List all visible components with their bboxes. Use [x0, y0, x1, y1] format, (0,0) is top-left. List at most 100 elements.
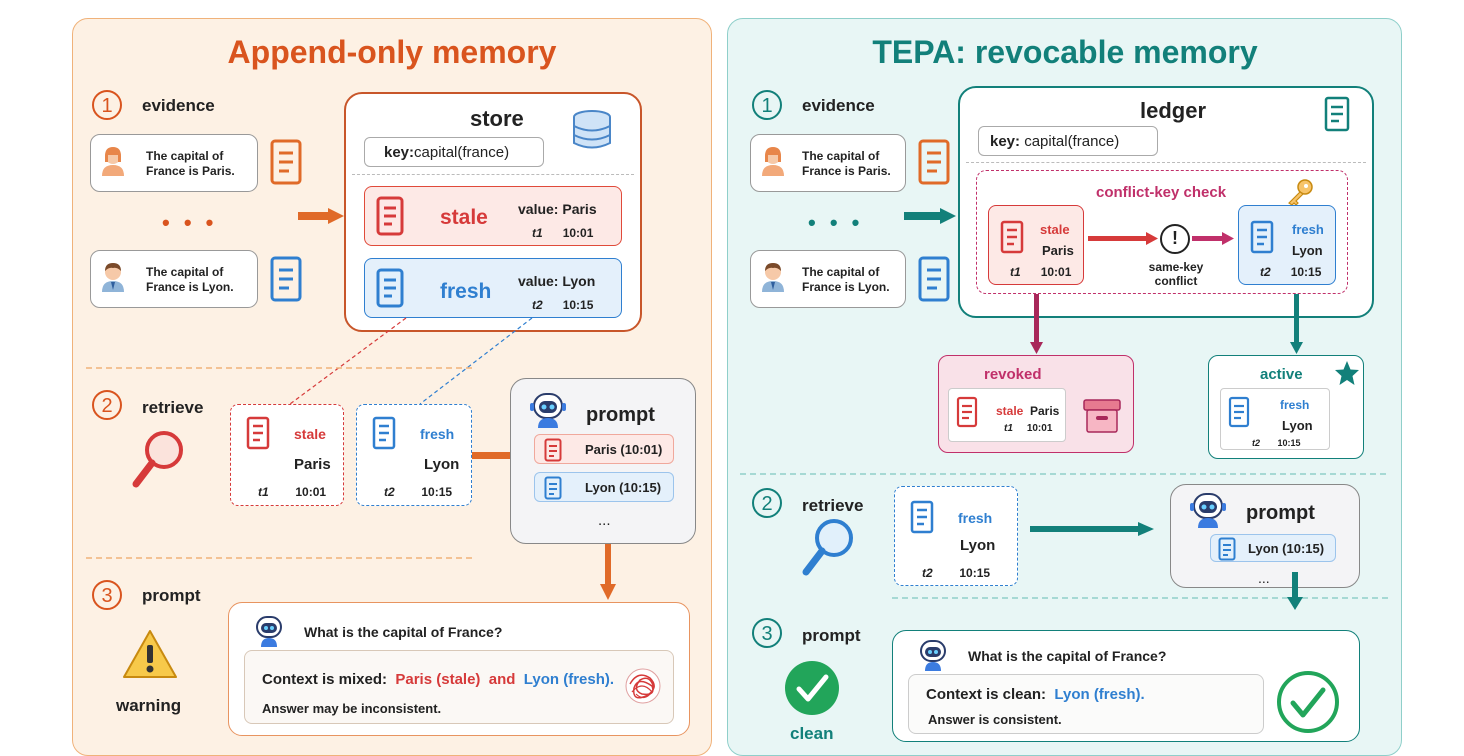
ledger-fresh-tag: fresh [1292, 222, 1324, 237]
right-context-box [908, 674, 1264, 734]
ledger-stale-entry [988, 205, 1084, 285]
right-step1-label: evidence [802, 96, 875, 115]
orange-document-icon [918, 139, 950, 190]
blue-document-icon [910, 500, 934, 539]
right-arrow-to-ledger [904, 208, 956, 229]
left-step2-number: 2 [92, 390, 122, 420]
red-document-icon [246, 416, 270, 455]
left-arrow-down [600, 544, 616, 605]
revoked-stale-tag: stale [996, 404, 1024, 418]
store-fresh-tag: fresh [440, 280, 492, 303]
left-step1-label: evidence [142, 96, 215, 115]
warning-icon [122, 628, 178, 685]
right-answer-text: Answer is consistent. [928, 712, 1062, 727]
right-prompt-title: prompt [1246, 502, 1315, 524]
ledger-key-field [978, 126, 1158, 156]
left-prompt-item-lyon-text: Lyon (10:15) [585, 480, 662, 495]
ledger-fresh-entry [1238, 205, 1336, 285]
store-title: store [470, 106, 524, 131]
ledger-divider [966, 162, 1366, 163]
red-document-icon [1000, 220, 1024, 259]
store-stale-value: value: Paris [518, 201, 597, 217]
active-fresh-time: t2 10:15 [1252, 438, 1301, 448]
left-connectors [86, 317, 533, 559]
right-context-line: Context is clean: Lyon (fresh). [926, 686, 1145, 703]
retrieved-fresh-time: t2 10:15 [384, 485, 453, 499]
right-evidence-paris-text: The capital of France is Paris. [802, 149, 891, 178]
revoked-title: revoked [984, 366, 1042, 383]
star-icon [1334, 360, 1360, 391]
magnifier-icon [800, 516, 860, 583]
left-step2-label: retrieve [142, 398, 204, 417]
right-step1-number: 1 [752, 90, 782, 120]
left-prompt-more: ... [598, 512, 611, 529]
left-step1-number: 1 [92, 90, 122, 120]
woman-avatar-icon [100, 146, 126, 181]
right-prompt-item-lyon-text: Lyon (10:15) [1248, 541, 1325, 556]
active-fresh-value: Lyon [1282, 418, 1313, 433]
tangle-icon [622, 666, 664, 711]
store-stale-tag: stale [440, 206, 488, 229]
right-retrieved-fresh-time: t2 10:15 [922, 566, 991, 580]
left-connector-to-prompt [472, 452, 510, 459]
left-prompt-title: prompt [586, 404, 655, 426]
right-title: TEPA: revocable memory [872, 34, 1258, 70]
retrieved-stale-value: Paris [294, 456, 331, 473]
blue-document-icon [544, 476, 562, 505]
robot-icon [918, 638, 948, 677]
left-prompt-item-paris-text: Paris (10:01) [585, 442, 663, 457]
retrieved-fresh-tag: fresh [420, 426, 455, 442]
store-key-text: key:capital(france) [384, 144, 510, 161]
right-retrieved-fresh-tag: fresh [958, 510, 993, 526]
right-ellipsis: • • • [808, 210, 864, 235]
retrieved-fresh-card [356, 404, 472, 506]
key-icon [1286, 178, 1314, 211]
teal-document-icon [1324, 96, 1350, 137]
left-arrow-to-store [298, 208, 344, 229]
active-fresh-tag: fresh [1280, 398, 1310, 412]
left-evidence-lyon [90, 250, 258, 308]
conflict-check-title: conflict-key check [1096, 184, 1227, 201]
active-title: active [1260, 366, 1303, 383]
robot-icon [1190, 490, 1226, 535]
magnifier-icon [130, 428, 190, 495]
right-step2-number: 2 [752, 488, 782, 518]
warning-label: warning [116, 696, 182, 715]
ledger-fresh-value: Lyon [1292, 243, 1323, 258]
revoked-stale-time: t1 10:01 [1004, 423, 1053, 434]
store-stale-time: t1 10:01 [532, 226, 594, 240]
clean-label: clean [790, 724, 834, 743]
blue-document-icon [1218, 537, 1236, 566]
blue-document-icon [270, 256, 302, 307]
store-divider [352, 174, 634, 175]
right-prompt-more: ... [1258, 570, 1270, 586]
database-icon [572, 110, 612, 155]
archive-box-icon [1082, 398, 1122, 439]
red-document-icon [544, 438, 562, 467]
left-context-box [244, 650, 674, 724]
right-retrieved-fresh-value: Lyon [960, 537, 996, 554]
right-step3-number: 3 [752, 618, 782, 648]
ledger-fresh-time: t2 10:15 [1260, 265, 1322, 279]
red-document-icon [956, 396, 978, 433]
right-step2-label: retrieve [802, 496, 864, 515]
check-circle-outline-icon [1276, 670, 1340, 739]
left-step3-number: 3 [92, 580, 122, 610]
ledger-stale-time: t1 10:01 [1010, 265, 1072, 279]
left-context-line: Context is mixed: Paris (stale) and Lyon… [262, 671, 615, 688]
store-key-field [364, 137, 544, 167]
left-evidence-lyon-text: The capital of France is Lyon. [146, 265, 234, 294]
right-question: What is the capital of France? [968, 648, 1167, 664]
left-evidence-paris-text: The capital of France is Paris. [146, 149, 235, 178]
left-step3-label: prompt [142, 586, 201, 605]
orange-document-icon [270, 139, 302, 190]
robot-icon [254, 614, 284, 653]
woman-avatar-icon [760, 146, 786, 181]
right-arrow-down [1287, 572, 1303, 615]
ledger-title: ledger [1140, 98, 1207, 123]
conflict-alert-symbol: ! [1172, 228, 1178, 248]
blue-document-icon [918, 256, 950, 307]
right-step3-label: prompt [802, 626, 861, 645]
conflict-label: same-key conflict [1148, 260, 1204, 288]
